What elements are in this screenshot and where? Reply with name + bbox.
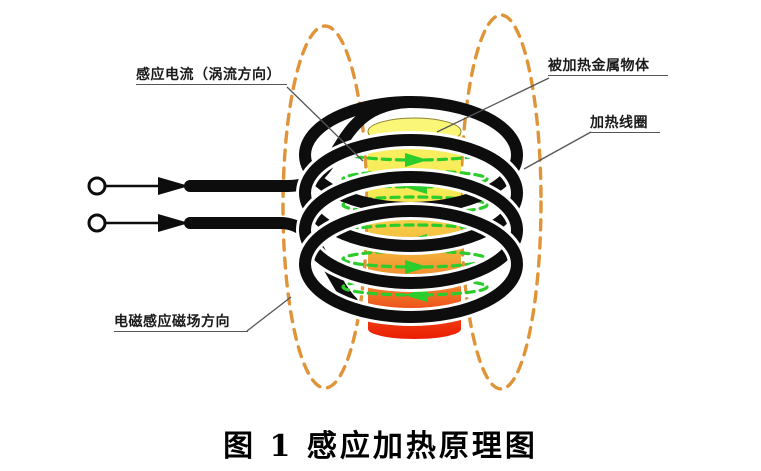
- figure-caption: 图 1 感应加热原理图: [223, 429, 538, 464]
- leader-heated-object: [436, 77, 550, 133]
- current-arrow-bottom: [158, 214, 189, 232]
- label-heating-coil: 加热线圈: [590, 114, 660, 133]
- label-induced-current: 感应电流（涡流方向）: [136, 66, 287, 85]
- heating-coil: [296, 96, 526, 326]
- label-magnetic-field-direction: 电磁感应磁场方向: [114, 313, 248, 332]
- terminal-top: [87, 176, 107, 196]
- coil-turn-4: [296, 202, 526, 326]
- terminal-bottom: [87, 213, 107, 233]
- leader-lines: [246, 77, 592, 332]
- eddy-arrow-right-5: [405, 260, 428, 274]
- coil-turn-3: [296, 168, 526, 292]
- eddy-arrow-right-1: [405, 153, 428, 167]
- current-arrow-top: [158, 177, 189, 195]
- leader-heating-coil: [523, 131, 592, 170]
- leader-magnetic-field: [246, 296, 292, 332]
- label-heated-object: 被加热金属物体: [548, 57, 668, 76]
- leader-induced-current: [286, 86, 364, 162]
- coil-turn-2: [296, 131, 526, 255]
